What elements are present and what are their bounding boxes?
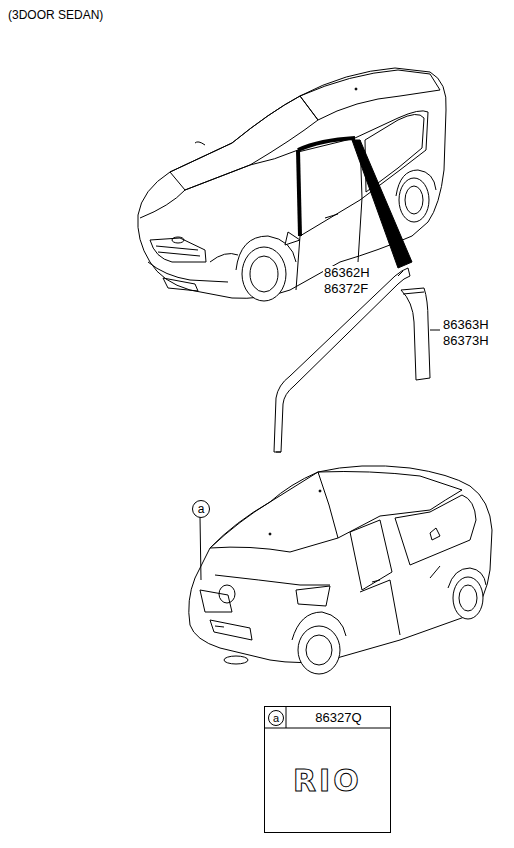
pillar-molding: [401, 288, 440, 380]
part-number: 86372F: [323, 282, 369, 295]
emblem-text: RIO: [293, 766, 362, 796]
part-number: 86363H: [442, 318, 490, 331]
emblem-box-grid: [265, 707, 390, 728]
callout-letter: a: [268, 710, 284, 726]
part-number: 86373H: [442, 334, 490, 347]
part-number: 86327Q: [287, 711, 390, 724]
leader-line: [430, 330, 440, 331]
front-car: [138, 68, 446, 301]
callout-letter: a: [198, 503, 205, 515]
rear-car: [189, 466, 492, 674]
callout-circle: a: [192, 500, 210, 518]
part-number: 86362H: [323, 266, 371, 279]
leader-line: [200, 517, 201, 580]
window-molding: [274, 268, 410, 452]
emblem-box: a86327Q RIO: [264, 706, 391, 833]
diagram-title: (3DOOR SEDAN): [8, 9, 103, 21]
